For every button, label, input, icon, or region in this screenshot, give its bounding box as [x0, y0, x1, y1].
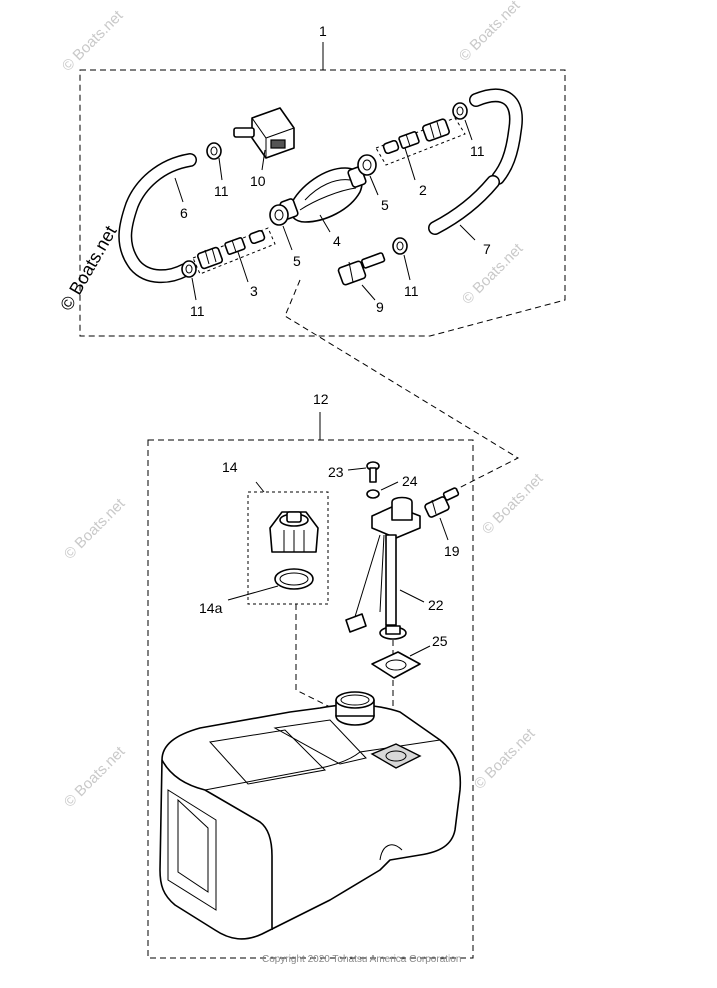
connection-line: [284, 279, 520, 491]
fuel-tank-assembly: 12 14 14a 23 24 19 22 25: [147, 391, 474, 959]
callout-23: 23: [328, 464, 344, 480]
callout-3: 3: [250, 283, 258, 299]
fitting-9: [337, 252, 386, 286]
fuel-tank: [159, 691, 462, 940]
watermark: © Boats.net: [61, 743, 129, 811]
callout-22: 22: [428, 597, 444, 613]
clip-11: [452, 102, 468, 120]
fuel-cap-14: [269, 511, 319, 553]
check-valve-2: [382, 118, 450, 155]
sleeve-5: [269, 204, 289, 226]
callout-6: 6: [180, 205, 188, 221]
callout-2: 2: [419, 182, 427, 198]
screw-23: [366, 461, 380, 483]
callout-19: 19: [444, 543, 460, 559]
washer-24: [366, 489, 380, 499]
watermark: © Boats.net: [456, 0, 524, 65]
watermark: © Boats.net: [459, 240, 527, 308]
check-valve-3: [196, 229, 266, 270]
callout-24: 24: [402, 473, 418, 489]
watermark: © Boats.net: [479, 470, 547, 538]
assembly-12-boundary: [147, 439, 474, 959]
callout-11: 11: [404, 283, 419, 299]
primer-bulb-4: [279, 166, 367, 223]
clip-11: [392, 237, 408, 255]
copyright-footer: Copyright 2020 Tohatsu America Corporati…: [262, 954, 461, 965]
clip-11: [181, 260, 197, 278]
callout-25: 25: [432, 633, 448, 649]
clip-11: [206, 142, 222, 160]
fitting-19: [424, 487, 460, 518]
callout-12: 12: [313, 391, 329, 407]
o-ring-14a: [274, 568, 314, 590]
sleeve-5: [357, 154, 377, 176]
callout-5: 5: [381, 197, 389, 213]
callout-5: 5: [293, 253, 301, 269]
callout-4: 4: [333, 233, 341, 249]
watermark: © Boats.net: [59, 7, 127, 75]
watermark: © Boats.net: [471, 725, 539, 793]
callout-7: 7: [483, 241, 491, 257]
callout-10: 10: [250, 173, 266, 189]
callout-11: 11: [190, 303, 205, 319]
watermark-main: © Boats.net: [56, 222, 120, 314]
valve-3-boundary: [192, 227, 276, 275]
assembly-1-boundary: [79, 69, 566, 337]
callout-9: 9: [376, 299, 384, 315]
callout-11: 11: [214, 183, 229, 199]
callout-11: 11: [470, 143, 485, 159]
callout-14: 14: [222, 459, 238, 475]
fuel-gauge-22: [345, 496, 421, 640]
watermark: © Boats.net: [61, 495, 129, 563]
callout-1: 1: [319, 23, 327, 39]
connector-10: [233, 107, 295, 159]
fuel-line-assembly: 1 10 11 6 2 5 4 5 3 11 11 11 7 9: [79, 23, 566, 337]
gasket-25: [371, 651, 421, 679]
callout-14a: 14a: [199, 600, 223, 616]
